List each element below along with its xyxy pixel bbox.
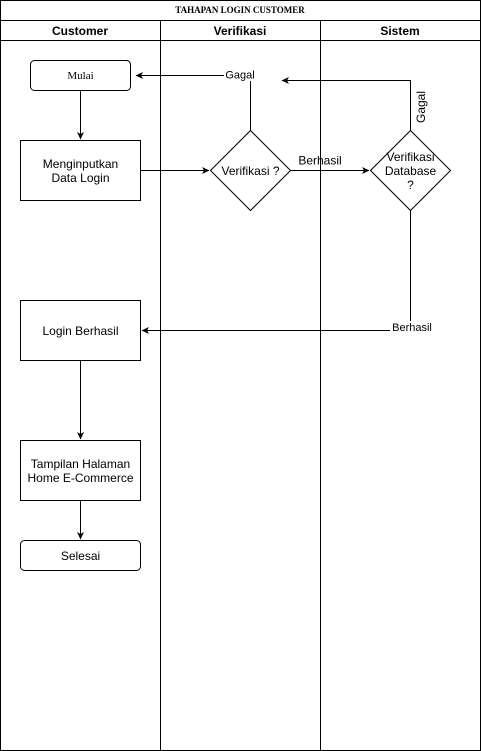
start-node: [30, 60, 131, 91]
verify-db-label-line3: ?: [407, 178, 414, 192]
input-node-label-line2: Data Login: [51, 171, 109, 185]
lane-header-sistem: Sistem: [380, 24, 419, 38]
diagram-title: TAHAPAN LOGIN CUSTOMER: [175, 5, 305, 15]
verify-db-decision: [369, 129, 452, 212]
edge-label-verify-fail: Gagal: [225, 70, 254, 82]
verify-db-label-line1: Verifikasi: [386, 150, 434, 164]
edge-db-fail: [281, 77, 411, 131]
end-node-label: Selesai: [61, 549, 100, 563]
verify-decision: [209, 129, 292, 212]
login-success-label: Login Berhasil: [42, 324, 118, 338]
edge-label-verify-ok: Berhasil: [298, 154, 341, 168]
start-node-label: Mulai: [67, 70, 93, 82]
input-node: [20, 140, 141, 201]
lane-header-customer: Customer: [52, 24, 108, 38]
verify-db-label-line2: Database: [385, 164, 437, 178]
home-node: [20, 440, 141, 501]
edge-label-bg: [414, 90, 427, 124]
edge-label-bg: [390, 321, 434, 334]
home-node-label-line2: Home E-Commerce: [27, 471, 133, 485]
lane-header-verifikasi: Verifikasi: [214, 24, 267, 38]
login-success-node: [20, 300, 141, 361]
edge-label-db-fail: Gagal: [414, 91, 428, 123]
edge-label-db-ok: Berhasil: [392, 322, 432, 334]
home-node-label-line1: Tampilan Halaman: [31, 457, 130, 471]
edge-label-bg: [224, 68, 256, 81]
verify-decision-label: Verifikasi ?: [221, 164, 279, 178]
input-node-label-line1: Menginputkan: [43, 157, 118, 171]
end-node: [20, 540, 141, 571]
